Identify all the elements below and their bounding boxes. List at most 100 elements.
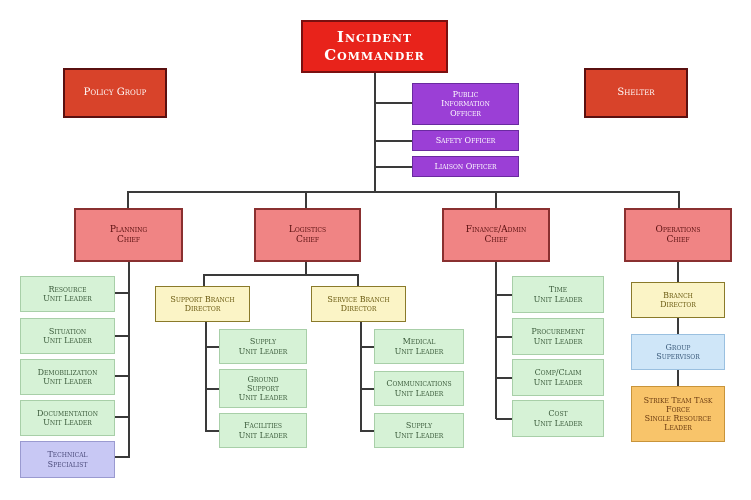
- unit-role: Unit Leader: [394, 388, 444, 398]
- operations-chief-box: Operations Chief: [624, 208, 732, 262]
- connector: [360, 322, 362, 432]
- liaison-officer-label: Liaison Officer: [434, 161, 497, 171]
- strike-team-line-3: Single Resource: [644, 414, 712, 423]
- strike-team-line-4: Leader: [664, 423, 692, 433]
- connector: [376, 140, 412, 142]
- supply-unit-leader-box: Supply Unit Leader: [374, 413, 464, 448]
- facilities-unit-leader-box: Facilities Unit Leader: [219, 413, 307, 448]
- unit-name: Medical: [402, 337, 436, 347]
- unit-role: Unit Leader: [533, 294, 583, 304]
- policy-group-label: Policy Group: [83, 87, 147, 99]
- connector: [360, 346, 374, 348]
- connector: [205, 430, 219, 432]
- connector: [115, 456, 129, 458]
- pio-line-1: Public: [452, 90, 479, 100]
- connector: [496, 294, 512, 296]
- shelter-box: Shelter: [584, 68, 688, 118]
- unit-role: Unit Leader: [238, 393, 288, 403]
- group-role: Supervisor: [656, 352, 700, 361]
- connector: [360, 430, 374, 432]
- connector: [376, 166, 412, 168]
- finance-chief-line-2: Chief: [484, 235, 508, 245]
- connector: [115, 375, 129, 377]
- unit-role: Unit Leader: [43, 294, 92, 303]
- unit-name-2: Support: [247, 383, 279, 393]
- unit-role: Unit Leader: [533, 336, 583, 346]
- safety-officer-box: Safety Officer: [412, 130, 519, 151]
- strike-team-line-1: Strike Team Task: [643, 395, 713, 405]
- unit-role: Unit Leader: [533, 418, 583, 428]
- unit-name: Facilities: [243, 421, 283, 431]
- unit-role: Unit Leader: [43, 418, 92, 427]
- documentation-unit-leader-box: Documentation Unit Leader: [20, 400, 115, 436]
- liaison-officer-box: Liaison Officer: [412, 156, 519, 177]
- procurement-unit-leader-box: Procurement Unit Leader: [512, 318, 604, 355]
- unit-role: Specialist: [47, 459, 88, 469]
- connector: [678, 191, 680, 208]
- logistics-chief-line-1: Logistics: [288, 224, 327, 235]
- connector: [205, 346, 219, 348]
- unit-name: Time: [548, 285, 568, 295]
- planning-chief-line-2: Chief: [116, 235, 141, 245]
- branch-name: Support Branch: [170, 294, 235, 304]
- connector: [305, 191, 307, 208]
- medical-unit-leader-box: Medical Unit Leader: [374, 329, 464, 364]
- unit-role: Unit Leader: [533, 377, 583, 387]
- branch-role: Director: [660, 300, 696, 309]
- unit-name: Comp/Claim: [534, 368, 582, 378]
- unit-name: Communications: [386, 379, 452, 389]
- comp-claim-unit-leader-box: Comp/Claim Unit Leader: [512, 359, 604, 396]
- unit-role: Unit Leader: [238, 430, 288, 440]
- branch-role: Director: [184, 304, 221, 313]
- connector: [115, 335, 129, 337]
- connector: [115, 416, 129, 418]
- public-information-officer-box: Public Information Officer: [412, 83, 519, 125]
- connector: [376, 102, 412, 104]
- policy-group-box: Policy Group: [63, 68, 167, 118]
- connector: [115, 292, 129, 294]
- unit-name: Situation: [48, 326, 87, 336]
- demobilization-unit-leader-box: Demobilization Unit Leader: [20, 359, 115, 395]
- connector: [374, 72, 376, 192]
- situation-unit-leader-box: Situation Unit Leader: [20, 318, 115, 354]
- technical-specialist-box: Technical Specialist: [20, 441, 115, 478]
- operations-chief-line-2: Chief: [666, 235, 690, 245]
- connector: [357, 274, 359, 286]
- connector: [127, 191, 680, 193]
- ground-support-unit-leader-box: Ground Support Unit Leader: [219, 369, 307, 408]
- finance-chief-line-1: Finance/Admin: [465, 224, 527, 235]
- unit-name: Supply: [405, 421, 433, 431]
- connector: [203, 274, 205, 286]
- time-unit-leader-box: Time Unit Leader: [512, 276, 604, 313]
- safety-officer-label: Safety Officer: [435, 135, 496, 145]
- unit-role: Unit Leader: [238, 346, 288, 356]
- incident-commander-line-2: Commander: [324, 45, 425, 64]
- unit-name: Resource: [48, 284, 87, 294]
- resource-unit-leader-box: Resource Unit Leader: [20, 276, 115, 312]
- logistics-chief-box: Logistics Chief: [254, 208, 361, 262]
- unit-name: Procurement: [531, 327, 585, 337]
- branch-role: Director: [340, 304, 377, 313]
- incident-commander-box: Incident Commander: [301, 20, 448, 73]
- incident-commander-line-1: Incident: [336, 28, 413, 47]
- connector: [677, 370, 679, 386]
- logistics-chief-line-2: Chief: [295, 235, 320, 245]
- pio-line-3: Officer: [450, 108, 481, 118]
- unit-role: Unit Leader: [394, 430, 444, 440]
- connector: [305, 262, 307, 275]
- unit-role: Unit Leader: [43, 336, 92, 345]
- shelter-label: Shelter: [617, 87, 655, 99]
- connector: [677, 262, 679, 282]
- unit-name: Supply: [249, 337, 277, 347]
- operations-chief-line-1: Operations: [655, 224, 701, 235]
- connector: [205, 322, 207, 432]
- branch-name: Service Branch: [327, 294, 390, 304]
- planning-chief-box: Planning Chief: [74, 208, 183, 262]
- service-branch-director-box: Service Branch Director: [311, 286, 406, 322]
- cost-unit-leader-box: Cost Unit Leader: [512, 400, 604, 437]
- connector: [127, 191, 129, 208]
- support-branch-director-box: Support Branch Director: [155, 286, 250, 322]
- strike-team-line-2: Force: [666, 404, 690, 414]
- connector: [496, 377, 512, 379]
- unit-name: Demobilization: [37, 367, 98, 377]
